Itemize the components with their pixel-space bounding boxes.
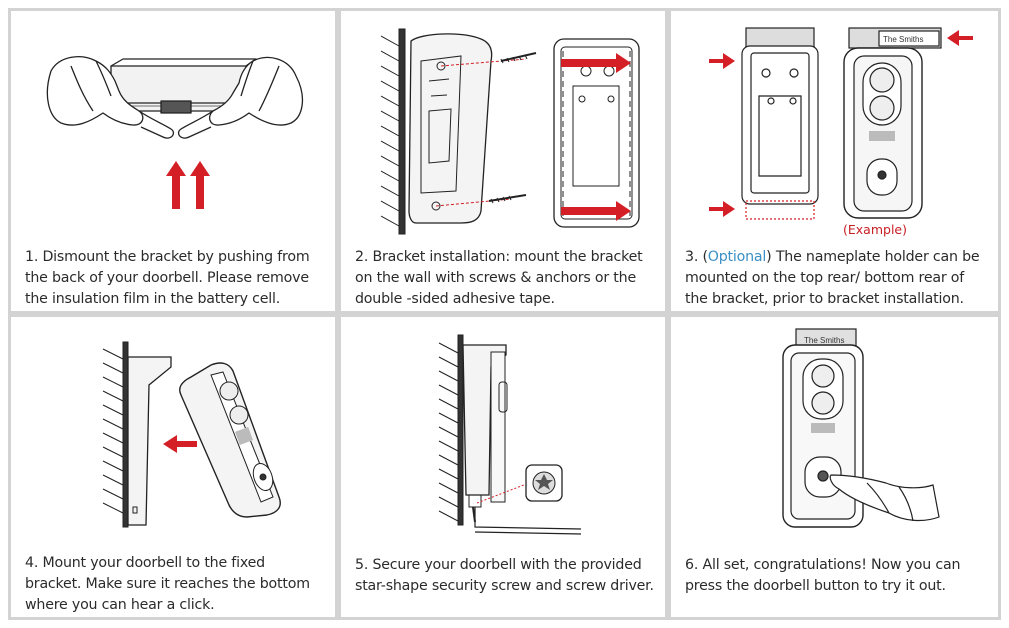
panel-step-5: 5. Secure your doorbell with the provide…	[341, 317, 665, 617]
illustration-press-doorbell: The Smiths	[782, 328, 940, 528]
step-2-caption: 2. Bracket installation: mount the brack…	[355, 249, 643, 307]
panel-step-3: The Smiths (Example) 3. (Optional) The n…	[671, 11, 998, 311]
step-1-caption: 1. Dismount the bracket by pushing from …	[25, 249, 310, 307]
illustration-dismount-bracket	[46, 56, 304, 209]
panel-step-1: 1. Dismount the bracket by pushing from …	[11, 11, 335, 311]
step-3-caption: 3. (Optional) The nameplate holder can b…	[685, 247, 988, 310]
panel-step-2: 2. Bracket installation: mount the brack…	[341, 11, 665, 311]
illustration-nameplate-holder: The Smiths	[709, 27, 973, 220]
step-6-caption: 6. All set, congratulations! Now you can…	[685, 557, 961, 594]
step-5-caption: 5. Secure your doorbell with the provide…	[355, 557, 654, 594]
optional-label: Optional	[707, 249, 767, 265]
panel-step-4: 4. Mount your doorbell to the fixed brac…	[11, 317, 335, 617]
nameplate-label: The Smiths	[883, 35, 923, 44]
illustration-security-screw	[438, 334, 582, 535]
illustration-mount-doorbell	[102, 341, 281, 528]
illustration-bracket-installation	[380, 28, 640, 235]
nameplate-label: The Smiths	[804, 336, 844, 345]
step-4-caption: 4. Mount your doorbell to the fixed brac…	[25, 555, 310, 613]
panel-step-6: The Smiths 6. All set, congratulations! …	[671, 317, 998, 617]
step-3-caption-prefix: 3. (	[685, 249, 708, 265]
example-label: (Example)	[843, 222, 907, 237]
step-3-caption-suffix: ) The nameplate holder can be mounted on…	[685, 249, 980, 307]
instruction-grid: 1. Dismount the bracket by pushing from …	[8, 8, 1001, 620]
